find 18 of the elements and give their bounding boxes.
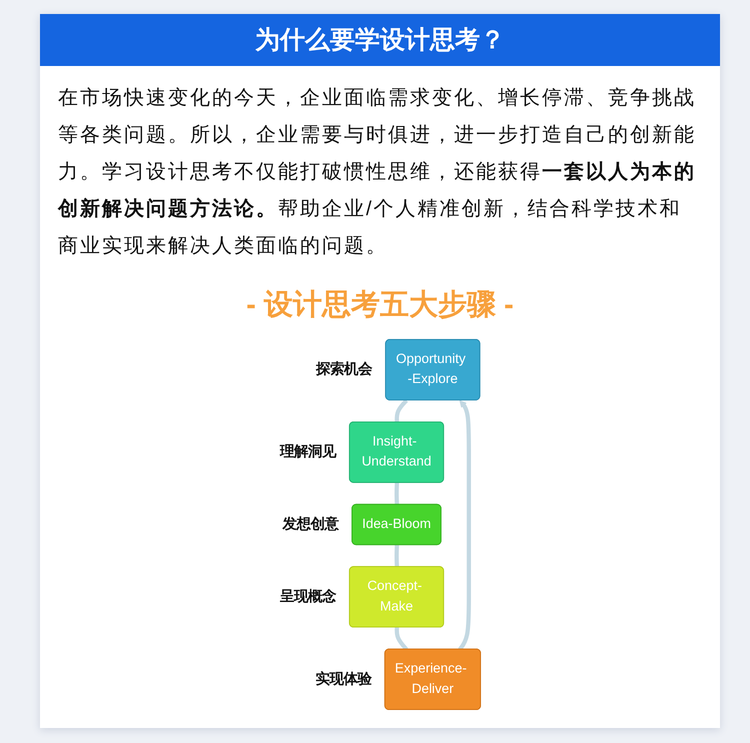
step-caption: 呈现概念: [280, 588, 336, 605]
step-caption: 实现体验: [315, 671, 372, 688]
step-box: Insight- Understand: [348, 421, 444, 483]
connector: [394, 398, 408, 422]
intro-paragraph: 在市场快速变化的今天，企业面临需求变化、增长停滞、竞争挑战等各类问题。所以，企业需要与时俱进，进一步打造自己的创新能力。学习设计思考不仅能打破惯性思维，还能获得一套以人为本的创新解决问题方法论。帮助企业/个人精准创新，结合科学技术和商业实现来解决人类面临的问题。: [58, 86, 697, 259]
step-caption: 理解洞见: [280, 444, 336, 460]
section-heading: - 设计思考五大步骤 -: [246, 288, 514, 323]
step-box: Opportunity -Explore: [385, 339, 480, 400]
step-box: Experience- Deliver: [384, 648, 481, 710]
connector: [394, 482, 400, 505]
step-box: Idea-Bloom: [352, 504, 442, 546]
connector: [394, 544, 400, 568]
page-title: 为什么要学设计思考？: [40, 14, 720, 66]
step-caption: 探索机会: [316, 362, 372, 378]
arrow: [458, 400, 471, 651]
connector: [394, 627, 408, 651]
step-caption: 发想创意: [282, 516, 339, 532]
step-box: Concept- Make: [348, 566, 444, 628]
